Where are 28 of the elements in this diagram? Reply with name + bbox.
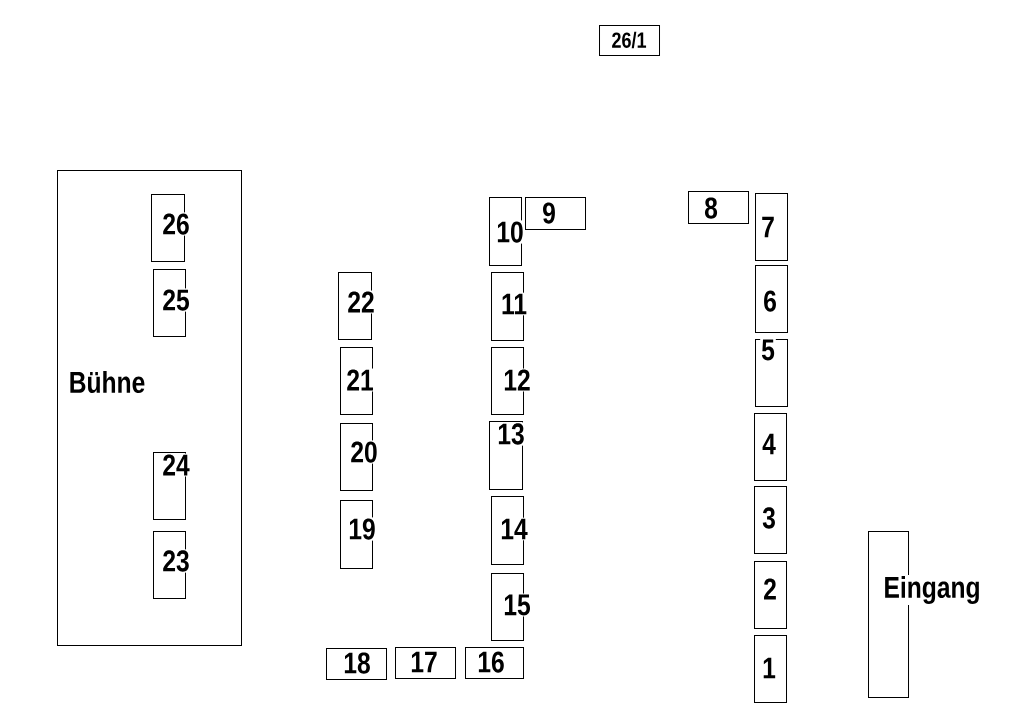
booth-box: 2 (754, 561, 787, 629)
booth-box: 9 (525, 197, 586, 230)
booth-box: 26 (151, 194, 191, 262)
entrance-box: Eingang (868, 531, 982, 698)
booth-box: 6 (755, 265, 788, 333)
booth-box: 16 (465, 647, 524, 679)
booth-box: 7 (755, 193, 788, 261)
booth-box: 12 (491, 347, 532, 415)
booth-box: 14 (491, 496, 529, 565)
booth-box: 20 (340, 423, 379, 491)
booth-box: 3 (754, 486, 787, 554)
booth-box: 8 (688, 191, 749, 224)
booth-box: 21 (340, 347, 375, 415)
booth-box: 19 (340, 500, 377, 569)
booth-box: 13 (489, 421, 526, 490)
booth-box: 1 (754, 635, 787, 703)
booth-box: 4 (754, 413, 787, 481)
booth-box: 18 (326, 648, 387, 680)
booth-box: 23 (153, 531, 191, 599)
booth-box: 25 (153, 269, 191, 337)
booth-box: 10 (489, 197, 525, 266)
booth-box: 15 (491, 573, 532, 641)
booth-box: 24 (153, 452, 191, 520)
sign-box: 26/1 (599, 25, 660, 56)
booth-box: 5 (755, 338, 788, 407)
booth-box: 22 (338, 272, 376, 340)
booth-box: 17 (395, 647, 456, 679)
booth-box: 11 (491, 272, 528, 341)
